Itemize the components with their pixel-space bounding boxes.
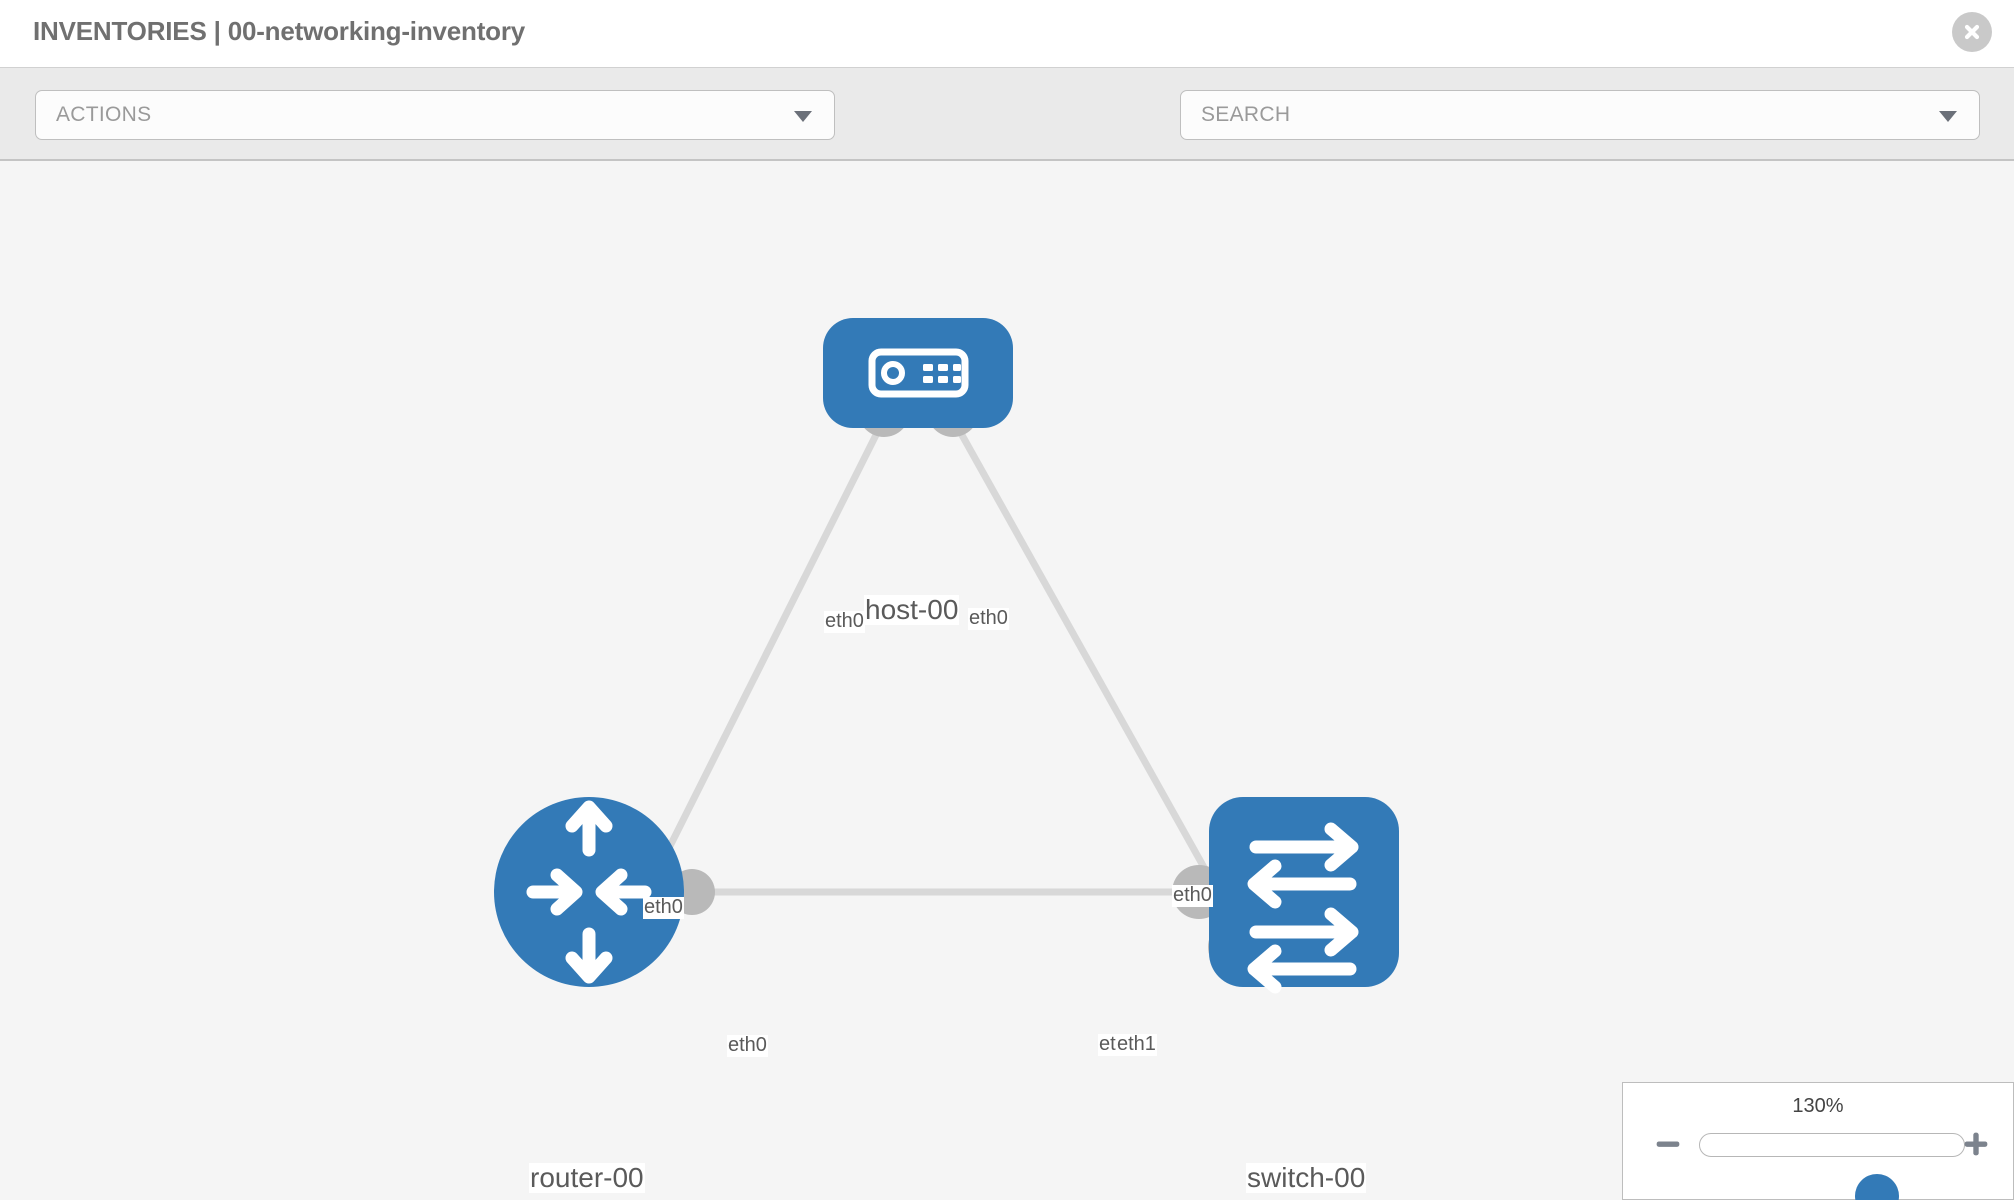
- node-label-router-00: router-00: [529, 1162, 645, 1194]
- zoom-in-button[interactable]: [1959, 1127, 1993, 1161]
- graph-edges: [636, 417, 1238, 923]
- switch-arrows-icon: [1247, 822, 1359, 994]
- actions-dropdown-label: ACTIONS: [56, 103, 152, 126]
- edge-label-iface: eth0: [824, 610, 865, 633]
- router-arrows-icon: [526, 800, 652, 984]
- zoom-out-button[interactable]: [1651, 1127, 1685, 1161]
- zoom-slider[interactable]: [1699, 1133, 1965, 1200]
- topology-graph: [494, 318, 1399, 994]
- toolbar: ACTIONS SEARCH: [0, 68, 2014, 196]
- topology-canvas[interactable]: eth0 host-00 eth0 eth0 eth0 eth0 eth0 et…: [0, 161, 2014, 1200]
- edge-host-router[interactable]: [636, 417, 888, 908]
- plus-icon: [1964, 1132, 1988, 1156]
- edge-label-iface: eth1: [1116, 1033, 1157, 1056]
- close-button[interactable]: [1952, 12, 1992, 52]
- node-switch-00[interactable]: [1209, 797, 1399, 994]
- search-placeholder: SEARCH: [1201, 103, 1291, 126]
- node-router-00[interactable]: [494, 797, 684, 987]
- edge-host-switch[interactable]: [949, 417, 1238, 923]
- edge-label-iface: eth0: [968, 607, 1009, 630]
- minus-icon: [1656, 1141, 1680, 1147]
- edge-label-iface: eth0: [1172, 884, 1213, 907]
- node-label-host-00: host-00: [864, 594, 960, 626]
- search-input[interactable]: SEARCH: [1180, 90, 1980, 140]
- page-header: INVENTORIES | 00-networking-inventory: [0, 0, 2014, 68]
- close-icon: [1964, 24, 1980, 40]
- chevron-down-icon: [794, 111, 812, 122]
- chevron-down-icon: [1939, 111, 1957, 122]
- page-title: INVENTORIES | 00-networking-inventory: [33, 16, 526, 46]
- node-host-00[interactable]: [823, 318, 1013, 428]
- zoom-percent-label: 130%: [1792, 1095, 1844, 1117]
- zoom-slider-handle[interactable]: [1855, 1174, 1899, 1200]
- actions-dropdown[interactable]: ACTIONS: [35, 90, 835, 140]
- zoom-control-panel: 130%: [1622, 1082, 2014, 1200]
- node-label-switch-00: switch-00: [1246, 1162, 1367, 1194]
- edge-label-iface: eth0: [727, 1034, 768, 1057]
- edge-label-iface: eth0: [643, 896, 684, 919]
- server-device-icon: [868, 348, 969, 398]
